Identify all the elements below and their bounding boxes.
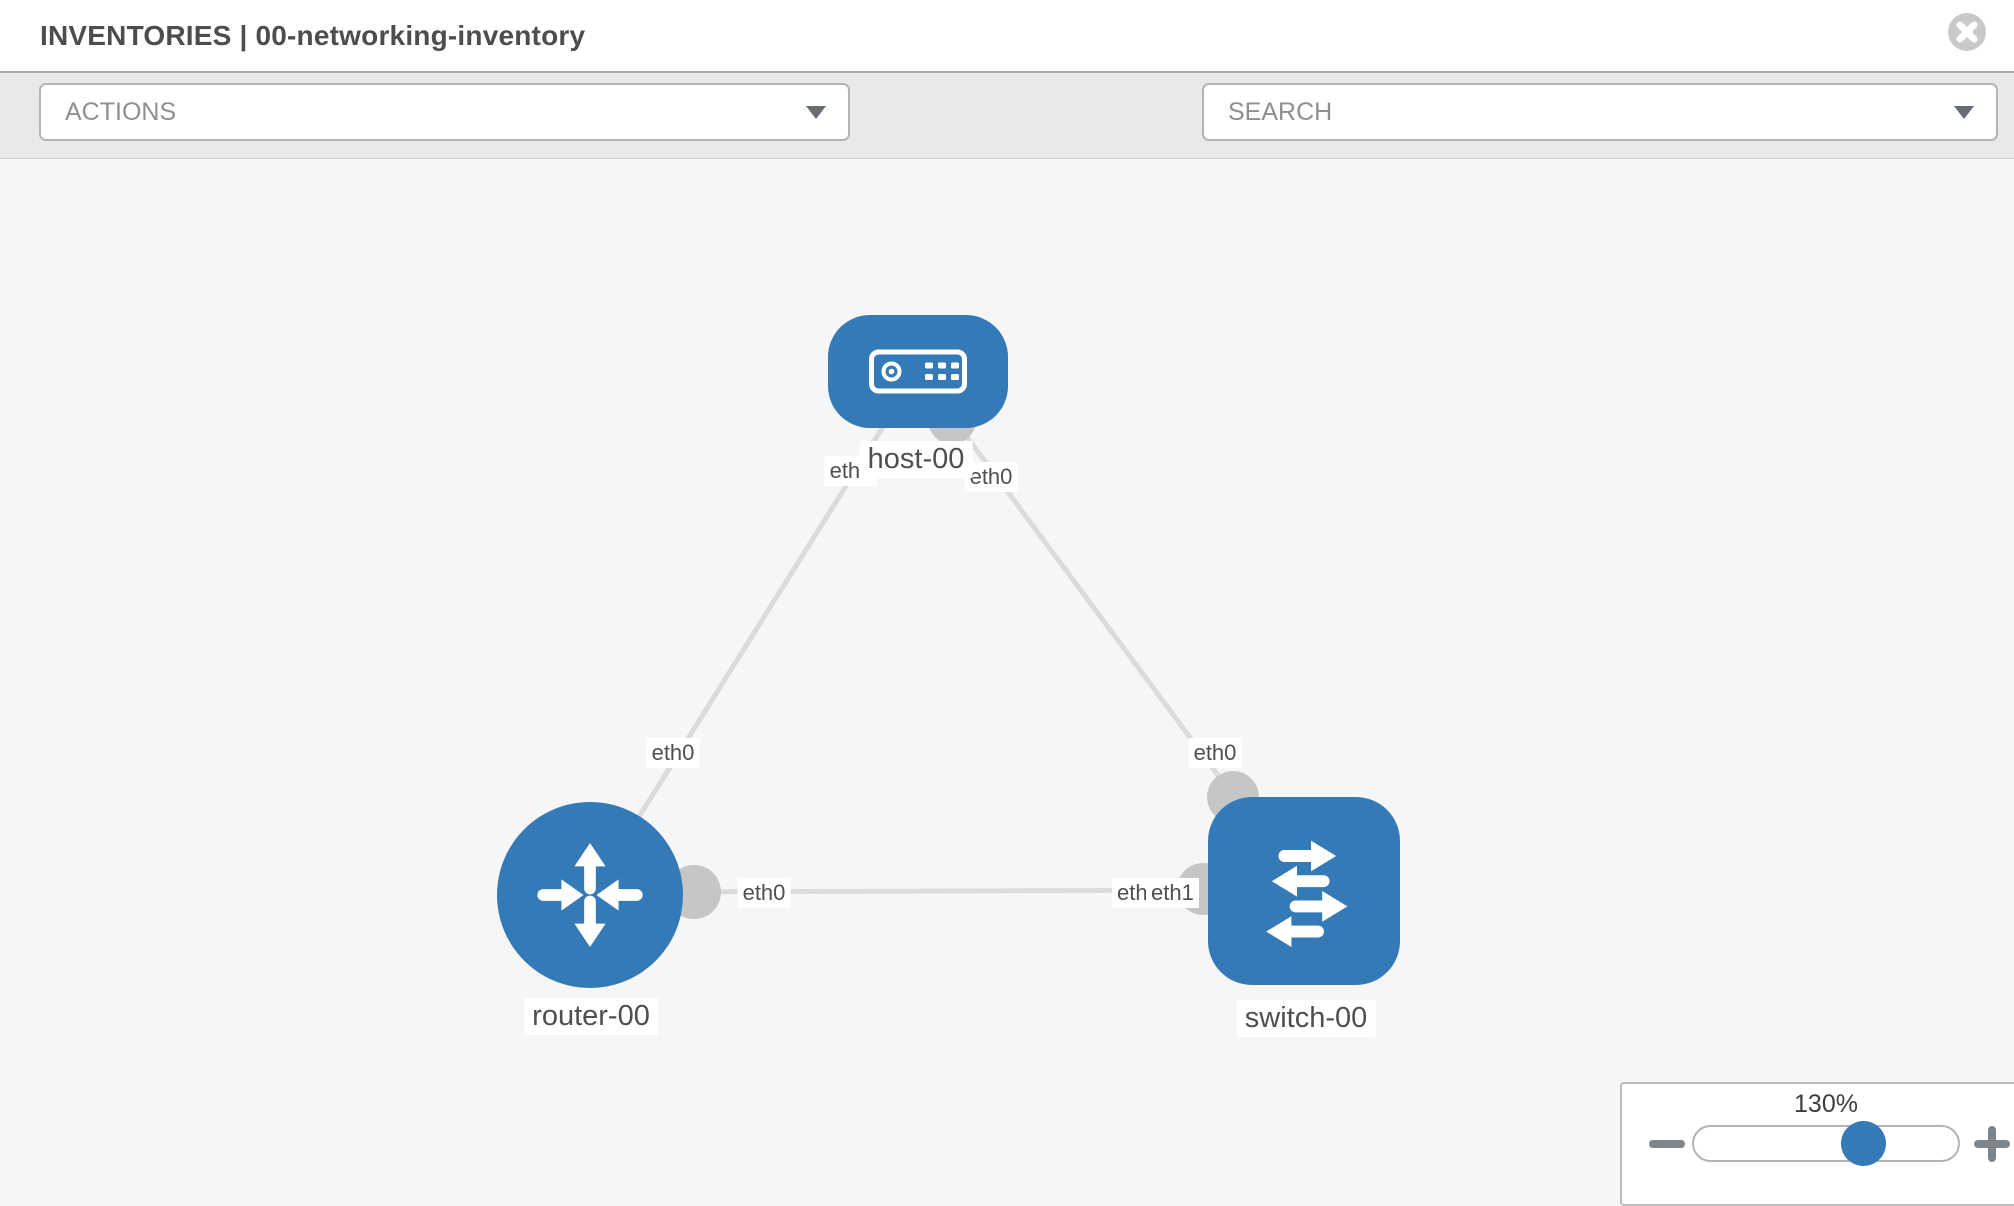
router-icon	[537, 843, 643, 947]
node-label-router: router-00	[524, 998, 658, 1035]
page-title: INVENTORIES | 00-networking-inventory	[40, 19, 586, 51]
interface-label: eth0	[646, 738, 700, 768]
header-bar: INVENTORIES | 00-networking-inventory	[0, 0, 2014, 71]
zoom-panel: 130%	[1620, 1082, 2014, 1206]
interface-label: eth0	[737, 878, 791, 908]
zoom-slider-handle[interactable]	[1841, 1121, 1886, 1166]
toolbar: ACTIONS SEARCH	[0, 71, 2014, 213]
search-placeholder: SEARCH	[1228, 97, 1333, 126]
search-dropdown[interactable]: SEARCH	[1202, 83, 1998, 141]
node-router-00[interactable]	[497, 802, 683, 988]
actions-dropdown[interactable]: ACTIONS	[39, 83, 850, 141]
interface-label: eth1	[1146, 878, 1199, 908]
zoom-slider-track[interactable]	[1692, 1125, 1960, 1162]
topology-canvas[interactable]: eth0 eth0 eth0 eth0 eth0 eth0 eth1 host-…	[0, 159, 2014, 1200]
close-button[interactable]	[1948, 13, 1986, 51]
close-icon	[1948, 13, 1986, 51]
node-switch-00[interactable]	[1208, 797, 1400, 985]
zoom-level-label: 130%	[1794, 1090, 1858, 1118]
interface-label: eth0	[1188, 738, 1242, 768]
switch-icon	[1266, 840, 1348, 947]
host-icon	[869, 349, 967, 394]
plus-icon	[1988, 1126, 1996, 1162]
zoom-out-button[interactable]	[1649, 1140, 1685, 1148]
interface-label: eth0	[964, 462, 1018, 492]
caret-down-icon	[1954, 106, 1974, 119]
node-host-00[interactable]	[828, 315, 1008, 428]
actions-dropdown-label: ACTIONS	[65, 97, 177, 126]
caret-down-icon	[806, 106, 826, 119]
node-label-switch: switch-00	[1236, 1000, 1376, 1037]
node-label-host: host-00	[859, 441, 973, 478]
